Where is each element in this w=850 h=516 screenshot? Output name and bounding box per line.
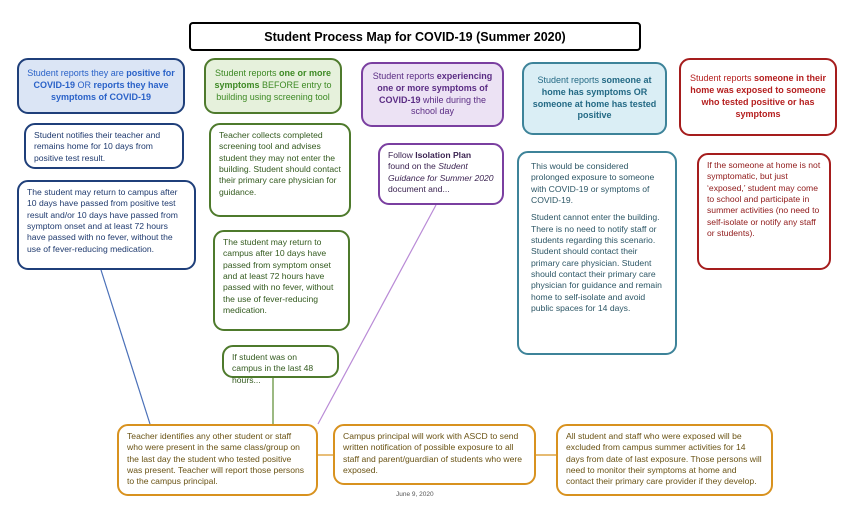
bottom-excluded-box: All student and staff who were exposed w…	[556, 424, 773, 496]
col1-notify-box: Student notifies their teacher and remai…	[24, 123, 184, 169]
col1-header: Student reports they are positive for CO…	[17, 58, 185, 114]
connector-col3-to-bottom	[317, 204, 437, 425]
bottom-principal-box: Campus principal will work with ASCD to …	[333, 424, 536, 485]
col1-return-box: The student may return to campus after 1…	[17, 180, 196, 270]
col2-screening-box: Teacher collects completed screening too…	[209, 123, 351, 217]
footer-date: June 9, 2020	[396, 491, 434, 498]
col2-header: Student reports one or more symptoms BEF…	[204, 58, 342, 114]
bottom-teacher-box: Teacher identifies any other student or …	[117, 424, 318, 496]
col3-header: Student reports experiencing one or more…	[361, 62, 504, 127]
col2-return-box: The student may return to campus after 1…	[213, 230, 350, 331]
col4-header: Student reports someone at home has symp…	[522, 62, 667, 135]
col5-exposed-box: If the someone at home is not symptomati…	[697, 153, 831, 270]
col2-campus-box: If student was on campus in the last 48 …	[222, 345, 339, 385]
col3-isolation-box: Follow Isolation Plan found on the Stude…	[378, 143, 504, 205]
connector-col1-to-bottom	[100, 269, 151, 425]
col5-header: Student reports someone in their home wa…	[679, 58, 837, 136]
col4-exposure-box: This would be considered prolonged expos…	[517, 151, 677, 355]
page-title: Student Process Map for COVID-19 (Summer…	[189, 22, 641, 51]
